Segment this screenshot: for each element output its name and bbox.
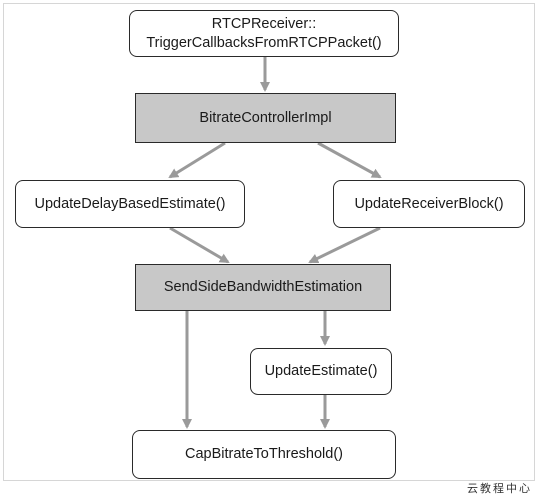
node-rtcp-receiver: RTCPReceiver:: TriggerCallbacksFromRTCPP… bbox=[129, 10, 399, 57]
node-update-delay-label: UpdateDelayBasedEstimate() bbox=[34, 195, 226, 212]
node-update-receiver-block: UpdateReceiverBlock() bbox=[333, 180, 525, 228]
node-rtcp-receiver-line2: TriggerCallbacksFromRTCPPacket() bbox=[146, 34, 382, 51]
arrow-bitrate-to-receiver-block bbox=[317, 141, 382, 179]
node-update-estimate-label: UpdateEstimate() bbox=[264, 363, 378, 380]
watermark-text: 云教程中心 bbox=[467, 482, 532, 495]
node-send-side-bandwidth-estimation: SendSideBandwidthEstimation bbox=[135, 264, 391, 311]
node-update-estimate: UpdateEstimate() bbox=[250, 348, 392, 395]
arrow-bitrate-to-delay bbox=[168, 141, 226, 179]
node-update-delay-based-estimate: UpdateDelayBasedEstimate() bbox=[15, 180, 245, 228]
node-update-receiver-block-label: UpdateReceiverBlock() bbox=[354, 195, 504, 212]
node-cap-bitrate-label: CapBitrateToThreshold() bbox=[185, 446, 343, 463]
arrow-delay-to-bwe bbox=[169, 226, 230, 264]
node-bitrate-controller: BitrateControllerImpl bbox=[135, 93, 396, 143]
node-bitrate-controller-label: BitrateControllerImpl bbox=[199, 109, 332, 126]
arrow-receiver-block-to-bwe bbox=[308, 226, 381, 264]
node-send-side-bwe-label: SendSideBandwidthEstimation bbox=[163, 279, 363, 296]
node-cap-bitrate-to-threshold: CapBitrateToThreshold() bbox=[132, 430, 396, 479]
diagram-frame bbox=[3, 3, 535, 481]
node-rtcp-receiver-line1: RTCPReceiver:: bbox=[211, 16, 317, 33]
